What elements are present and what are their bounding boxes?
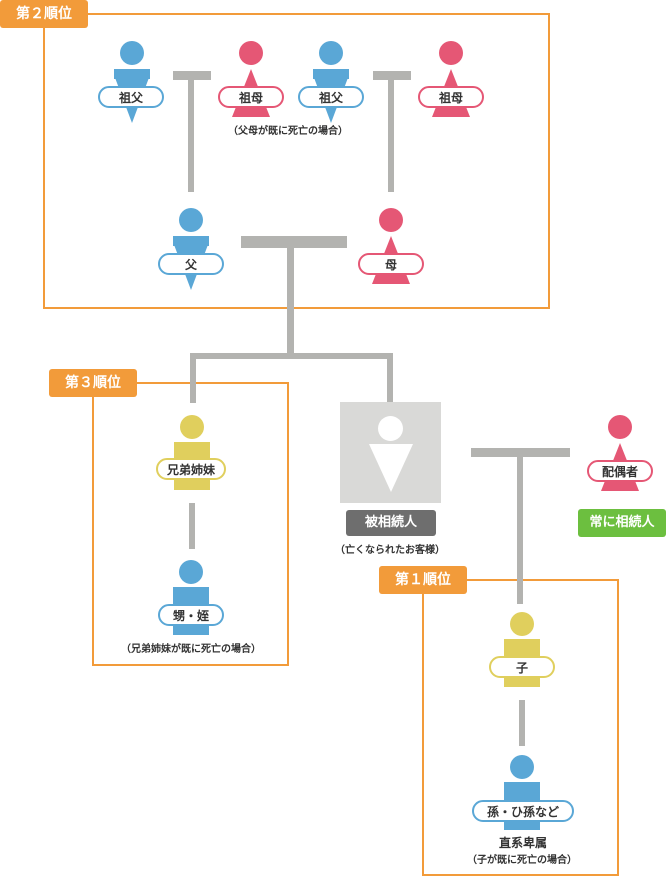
grandparents1-descent-line	[188, 80, 194, 192]
nephews-figure	[151, 560, 231, 640]
grandchildren-label: 孫・ひ孫など	[472, 800, 574, 822]
child-figure	[482, 612, 562, 692]
decedent-card	[340, 402, 441, 503]
grandfather1-label: 祖父	[98, 86, 164, 108]
grandparents2-descent-line	[388, 80, 394, 192]
decedent-drop-line	[387, 353, 393, 403]
parents-descent-line	[287, 248, 294, 354]
decedent-note: （亡くなられたお客様）	[335, 545, 445, 556]
lineal-descendants-label: 直系卑属	[498, 836, 547, 850]
head-icon	[319, 41, 343, 65]
mother-figure	[351, 208, 431, 288]
siblings-nephews-line	[189, 503, 195, 549]
children-descent-line	[517, 457, 523, 604]
father-figure	[151, 208, 231, 290]
grandchildren-note: （子が既に死亡の場合）	[467, 855, 577, 866]
child-grandchild-line	[519, 700, 525, 746]
nephews-label: 甥・姪	[158, 604, 224, 626]
grandfather2-label: 祖父	[298, 86, 364, 108]
parents-marriage-line	[241, 236, 347, 248]
grandparents2-marriage-line	[373, 71, 411, 80]
head-icon	[378, 416, 403, 441]
head-icon	[608, 415, 632, 439]
grandfather1-figure	[92, 41, 172, 123]
head-icon	[510, 755, 534, 779]
spouse-badge: 常に相続人	[578, 509, 666, 537]
rank2-tag: 第２順位	[0, 0, 88, 28]
rank2-box	[43, 13, 550, 309]
grandmother1-label: 祖母	[218, 86, 284, 108]
head-icon	[179, 208, 203, 232]
siblings-figure	[152, 415, 232, 495]
rank3-tag: 第３順位	[49, 369, 137, 397]
nephews-note: （兄弟姉妹が既に死亡の場合）	[121, 644, 261, 655]
spouse-marriage-line	[471, 448, 570, 457]
grandmother1-figure	[211, 41, 291, 121]
father-label: 父	[158, 253, 224, 275]
rank1-tag: 第１順位	[379, 566, 467, 594]
spouse-label: 配偶者	[587, 460, 653, 482]
head-icon	[379, 208, 403, 232]
head-icon	[120, 41, 144, 65]
decedent-label: 被相続人	[346, 510, 436, 536]
child-label: 子	[489, 656, 555, 678]
head-icon	[179, 560, 203, 584]
spouse-figure	[580, 415, 660, 495]
head-icon	[180, 415, 204, 439]
grandmother2-label: 祖母	[418, 86, 484, 108]
head-icon	[439, 41, 463, 65]
person-figure-icon	[369, 444, 413, 492]
grandmother2-figure	[411, 41, 491, 121]
grandfather2-figure	[291, 41, 371, 123]
grandparents-note: （父母が既に死亡の場合）	[228, 126, 348, 137]
grandchildren-figure	[482, 755, 562, 835]
head-icon	[510, 612, 534, 636]
sibling-branch-line	[190, 353, 393, 359]
siblings-drop-line	[190, 353, 196, 403]
siblings-label: 兄弟姉妹	[156, 458, 226, 480]
mother-label: 母	[358, 253, 424, 275]
head-icon	[239, 41, 263, 65]
grandparents1-marriage-line	[173, 71, 211, 80]
